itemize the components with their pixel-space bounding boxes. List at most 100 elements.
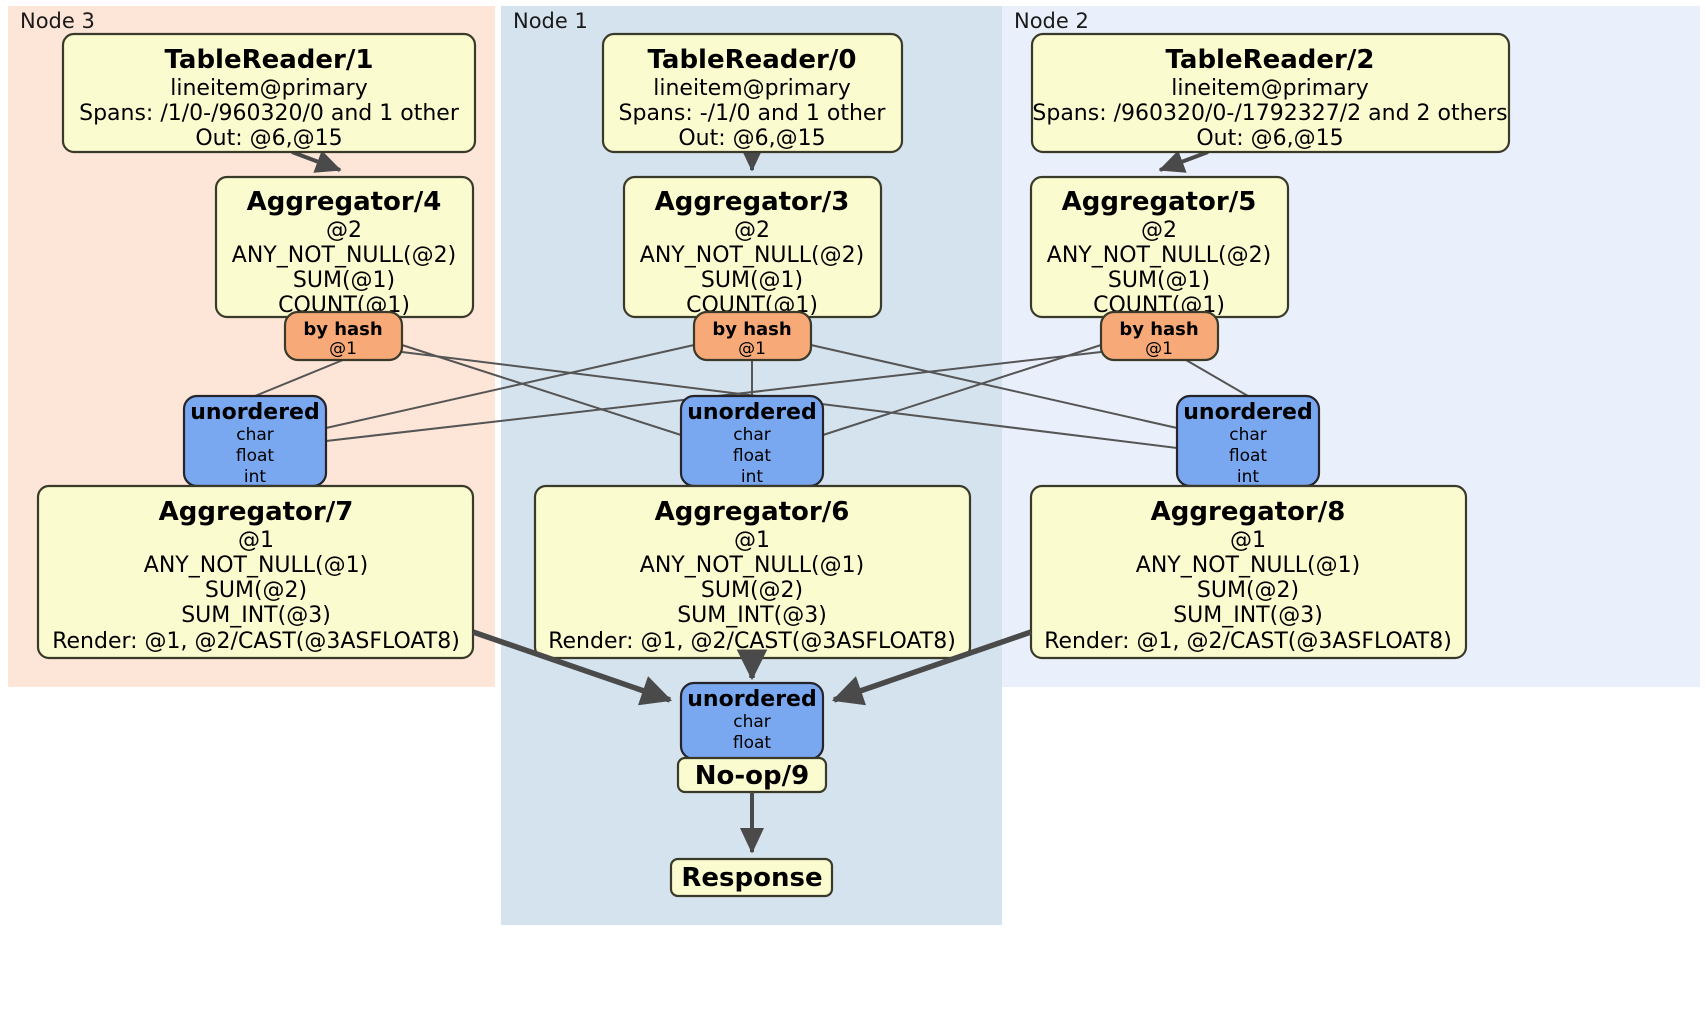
- aggregator-7-title: Aggregator/7: [159, 497, 354, 527]
- synchronizer-final[interactable]: unordered char float: [679, 681, 825, 761]
- aggregator-8-line-4: Render: @1, @2/CAST(@3ASFLOAT8): [1044, 629, 1452, 654]
- synchronizer-right[interactable]: unordered char float int: [1175, 394, 1321, 488]
- edge-hashleft-to-syncmid: [401, 344, 682, 436]
- edge-hashright-to-syncright: [1185, 359, 1249, 397]
- sync-left-type-0: char: [236, 425, 274, 445]
- tablereader-2-line-1: Spans: /960320/0-/1792327/2 and 2 others: [1032, 101, 1507, 126]
- sync-right-type-2: int: [1237, 467, 1259, 487]
- sync-mid-type-2: int: [741, 467, 763, 487]
- hash-mid-sub: @1: [738, 339, 766, 359]
- sync-final-type-1: float: [733, 733, 772, 753]
- aggregator-8-title: Aggregator/8: [1151, 497, 1346, 527]
- aggregator-4-title: Aggregator/4: [247, 187, 442, 217]
- tablereader-1-title: TableReader/1: [165, 45, 374, 75]
- node-noop-9[interactable]: No-op/9: [676, 756, 828, 794]
- hash-left-sub: @1: [329, 339, 357, 359]
- response-box: [669, 857, 834, 898]
- aggregator-3-line-0: @2: [734, 218, 770, 243]
- aggregator-7-line-2: SUM(@2): [205, 578, 307, 603]
- hash-left-title: by hash: [303, 319, 382, 340]
- aggregator-5-line-2: SUM(@1): [1108, 268, 1210, 293]
- aggregator-7-line-0: @1: [238, 528, 274, 553]
- edge-aggregator7-to-syncfinal: [472, 629, 673, 706]
- aggregator-8-box: [1029, 484, 1468, 660]
- noop-9-title: No-op/9: [695, 761, 809, 791]
- router-hash-mid[interactable]: by hash @1: [692, 310, 813, 362]
- node-aggregator-8[interactable]: Aggregator/8 @1 ANY_NOT_NULL(@1) SUM(@2)…: [1029, 484, 1468, 660]
- sync-mid-type-0: char: [733, 425, 771, 445]
- edges-final-gather: [472, 629, 1032, 706]
- sync-final-title: unordered: [687, 687, 816, 712]
- synchronizer-left[interactable]: unordered char float int: [182, 394, 328, 488]
- aggregator-7-line-1: ANY_NOT_NULL(@1): [144, 553, 368, 578]
- aggregator-6-line-0: @1: [734, 528, 770, 553]
- node-aggregator-5[interactable]: Aggregator/5 @2 ANY_NOT_NULL(@2) SUM(@1)…: [1029, 175, 1290, 319]
- node-aggregator-3[interactable]: Aggregator/3 @2 ANY_NOT_NULL(@2) SUM(@1)…: [622, 175, 883, 319]
- panel-node1-label: Node 1: [513, 9, 588, 33]
- node-response[interactable]: Response: [669, 857, 834, 898]
- edge-tablereader1-to-aggregator4: [291, 150, 342, 173]
- sync-mid-title: unordered: [687, 400, 816, 425]
- router-hash-right[interactable]: by hash @1: [1099, 310, 1220, 362]
- response-title: Response: [681, 863, 822, 893]
- hash-left-box: [283, 310, 404, 362]
- node-aggregator-6[interactable]: Aggregator/6 @1 ANY_NOT_NULL(@1) SUM(@2)…: [533, 484, 972, 660]
- aggregator-7-line-4: Render: @1, @2/CAST(@3ASFLOAT8): [52, 629, 460, 654]
- aggregator-7-box: [36, 484, 475, 660]
- node-tablereader-0[interactable]: TableReader/0 lineitem@primary Spans: -/…: [601, 32, 904, 154]
- aggregator-6-title: Aggregator/6: [655, 497, 850, 527]
- tablereader-1-box: [61, 32, 477, 154]
- aggregator-8-line-3: SUM_INT(@3): [1173, 603, 1323, 628]
- aggregator-8-line-0: @1: [1230, 528, 1266, 553]
- sync-final-type-0: char: [733, 712, 771, 732]
- aggregator-4-line-1: ANY_NOT_NULL(@2): [232, 243, 456, 268]
- tablereader-0-line-1: Spans: -/1/0 and 1 other: [619, 101, 887, 126]
- tablereader-0-line-0: lineitem@primary: [653, 76, 851, 101]
- edge-hashmid-to-syncright: [810, 344, 1178, 429]
- sync-left-type-2: int: [244, 467, 266, 487]
- tablereader-0-box: [601, 32, 904, 154]
- edge-hashmid-to-syncleft: [325, 344, 695, 429]
- hash-right-sub: @1: [1145, 339, 1173, 359]
- aggregator-8-line-2: SUM(@2): [1197, 578, 1299, 603]
- sync-mid-type-1: float: [733, 446, 772, 466]
- router-hash-left[interactable]: by hash @1: [283, 310, 404, 362]
- node-tablereader-2[interactable]: TableReader/2 lineitem@primary Spans: /9…: [1030, 32, 1511, 154]
- synchronizer-mid[interactable]: unordered char float int: [679, 394, 825, 488]
- aggregator-5-title: Aggregator/5: [1062, 187, 1257, 217]
- panel-node2-label: Node 2: [1014, 9, 1089, 33]
- edges-hash-shuffle: [254, 344, 1249, 449]
- aggregator-6-line-2: SUM(@2): [701, 578, 803, 603]
- sync-left-title: unordered: [190, 400, 319, 425]
- sync-right-type-1: float: [1229, 446, 1268, 466]
- aggregator-4-line-0: @2: [326, 218, 362, 243]
- edge-tablereader2-to-aggregator5: [1158, 150, 1209, 173]
- panel-node3-label: Node 3: [20, 9, 95, 33]
- hash-mid-title: by hash: [712, 319, 791, 340]
- tablereader-2-line-2: Out: @6,@15: [1196, 126, 1343, 151]
- node-aggregator-7[interactable]: Aggregator/7 @1 ANY_NOT_NULL(@1) SUM(@2)…: [36, 484, 475, 660]
- tablereader-0-line-2: Out: @6,@15: [678, 126, 825, 151]
- edges-reader-to-aggregator: [291, 146, 1209, 173]
- aggregator-7-line-3: SUM_INT(@3): [181, 603, 331, 628]
- tablereader-2-title: TableReader/2: [1166, 45, 1375, 75]
- tablereader-1-line-1: Spans: /1/0-/960320/0 and 1 other: [79, 101, 460, 126]
- sync-right-type-0: char: [1229, 425, 1267, 445]
- tablereader-2-box: [1030, 32, 1511, 154]
- aggregator-6-line-1: ANY_NOT_NULL(@1): [640, 553, 864, 578]
- sync-right-title: unordered: [1183, 400, 1312, 425]
- aggregator-3-title: Aggregator/3: [655, 187, 850, 217]
- tablereader-1-line-2: Out: @6,@15: [195, 126, 342, 151]
- tablereader-2-line-0: lineitem@primary: [1171, 76, 1369, 101]
- aggregator-5-line-0: @2: [1141, 218, 1177, 243]
- aggregator-6-line-4: Render: @1, @2/CAST(@3ASFLOAT8): [548, 629, 956, 654]
- hash-mid-box: [692, 310, 813, 362]
- node-aggregator-4[interactable]: Aggregator/4 @2 ANY_NOT_NULL(@2) SUM(@1)…: [214, 175, 475, 319]
- tablereader-0-title: TableReader/0: [648, 45, 857, 75]
- edge-hashright-to-syncmid: [822, 344, 1102, 436]
- node-tablereader-1[interactable]: TableReader/1 lineitem@primary Spans: /1…: [61, 32, 477, 154]
- aggregator-5-line-1: ANY_NOT_NULL(@2): [1047, 243, 1271, 268]
- edge-aggregator8-to-syncfinal: [831, 629, 1032, 706]
- aggregator-6-line-3: SUM_INT(@3): [677, 603, 827, 628]
